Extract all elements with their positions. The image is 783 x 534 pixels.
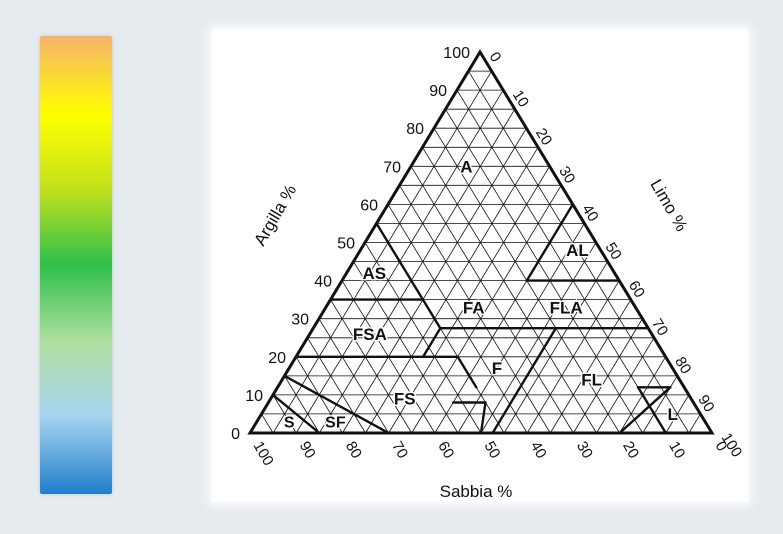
class-boundary-line	[271, 393, 321, 435]
region-labels: A AL AS FA FLA FSA F FL FS L S SF	[282, 156, 679, 433]
bottom-tick: 90	[296, 439, 319, 462]
class-boundary-line	[491, 327, 557, 435]
left-tick: 50	[337, 236, 355, 253]
texture-triangle-svg: 0 10 20 30 40 50 60 70 80 90 100 0 10 20…	[231, 45, 745, 501]
grid-line	[365, 146, 539, 434]
grid-line	[318, 108, 516, 434]
left-axis-ticks: 0 10 20 30 40 50 60 70 80 90 100	[231, 45, 470, 443]
grid-line	[572, 318, 643, 434]
right-tick: 60	[625, 278, 648, 301]
sabbia-axis-label: Sabbia %	[440, 482, 513, 501]
bottom-axis-ticks: 100 90 80 70 60 50 40 30 20 10 0	[250, 439, 731, 469]
grid-line	[480, 242, 597, 434]
bottom-tick: 50	[481, 439, 504, 462]
grid-line	[445, 108, 644, 434]
region-label-l: L	[668, 405, 678, 424]
argilla-axis-label: Argilla %	[250, 181, 300, 249]
left-tick: 60	[360, 197, 378, 214]
class-boundary-line	[618, 386, 672, 435]
grid-line	[307, 337, 366, 434]
left-tick: 70	[383, 159, 401, 176]
region-label-s: S	[284, 415, 295, 432]
right-tick: 50	[602, 240, 625, 263]
left-tick: 20	[268, 350, 286, 367]
bottom-tick: 30	[573, 439, 596, 462]
bottom-tick: 100	[250, 439, 277, 469]
grid-line	[261, 413, 274, 434]
left-tick: 30	[291, 312, 309, 329]
region-label-a: A	[460, 157, 472, 176]
grid-line	[284, 375, 320, 434]
region-label-fla: FLA	[550, 298, 583, 317]
right-tick: 30	[555, 163, 578, 186]
soil-texture-triangle: 0 10 20 30 40 50 60 70 80 90 100 0 10 20…	[212, 30, 748, 502]
class-boundary-line	[283, 374, 390, 435]
bottom-tick: 60	[434, 439, 457, 462]
left-tick: 40	[314, 274, 332, 291]
region-label-fs: FS	[394, 390, 416, 409]
grid-line	[272, 70, 493, 434]
class-boundary-line	[479, 401, 487, 435]
grid-line	[468, 70, 690, 434]
grid-line	[549, 299, 632, 434]
region-label-fl: FL	[581, 371, 602, 390]
class-boundary-line	[525, 203, 574, 282]
left-tick: 80	[406, 121, 424, 138]
region-label-sf: SF	[325, 415, 346, 432]
right-tick: 20	[532, 125, 555, 148]
class-boundary-line	[636, 386, 667, 435]
right-tick: 40	[578, 202, 601, 225]
grid-line	[503, 261, 609, 434]
triangle-grid	[261, 70, 701, 434]
class-boundary-line	[421, 327, 442, 358]
right-tick: 70	[648, 316, 671, 339]
grid-line	[399, 184, 551, 434]
grid-line	[688, 413, 701, 434]
grid-line	[388, 165, 551, 434]
right-tick: 90	[694, 392, 717, 415]
class-boundaries	[271, 203, 672, 435]
bottom-tick: 20	[619, 439, 642, 462]
bottom-tick: 80	[342, 439, 365, 462]
left-tick: 100	[443, 45, 470, 62]
grid-line	[411, 184, 562, 434]
class-boundary-line	[456, 355, 478, 389]
grid-line	[642, 375, 678, 434]
region-label-al: AL	[566, 241, 589, 260]
right-tick: 10	[509, 87, 532, 110]
grid-line	[596, 337, 655, 434]
color-scale-bar	[40, 36, 112, 494]
left-tick: 10	[245, 388, 263, 405]
region-label-f: F	[492, 359, 502, 378]
class-boundary-line	[375, 222, 425, 301]
grid-line	[422, 146, 597, 434]
triangle-outline	[247, 49, 715, 435]
class-boundary-line	[421, 298, 442, 330]
left-tick: 0	[231, 426, 240, 443]
region-label-fsa: FSA	[353, 325, 387, 344]
grid-line	[526, 280, 620, 434]
grid-line	[665, 394, 690, 434]
region-label-as: AS	[362, 264, 386, 283]
grid-line	[341, 127, 527, 434]
right-tick: 0	[486, 49, 505, 65]
region-label-fa: FA	[463, 298, 485, 317]
grid-line	[353, 261, 459, 434]
grid-line	[330, 299, 413, 434]
bottom-tick: 40	[527, 439, 550, 462]
right-tick: 80	[671, 354, 694, 377]
bottom-tick: 70	[388, 439, 411, 462]
limo-axis-label: Limo %	[646, 176, 691, 235]
left-tick: 90	[429, 83, 447, 100]
bottom-tick: 10	[665, 439, 688, 462]
